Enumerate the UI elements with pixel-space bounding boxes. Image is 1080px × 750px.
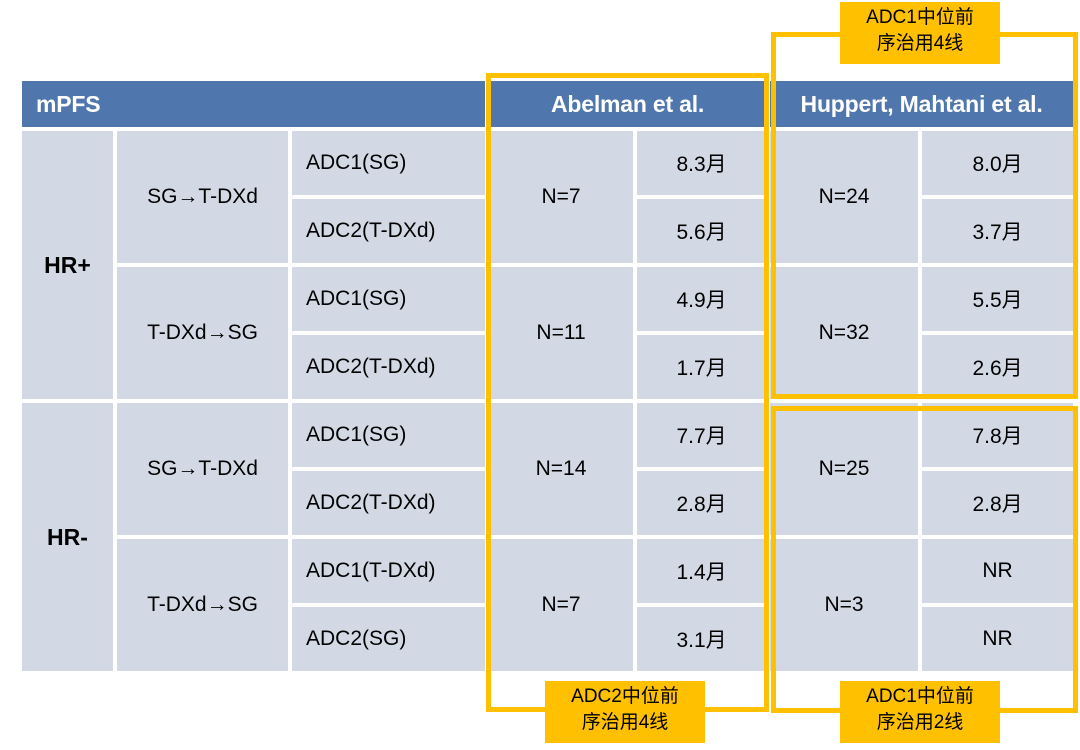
sequence-label: T-DXd→SG — [115, 265, 290, 401]
huppert-n: N=25 — [768, 401, 921, 537]
huppert-value: NR — [920, 537, 1076, 605]
abelman-value: 5.6月 — [635, 197, 769, 265]
huppert-value: 2.8月 — [920, 469, 1076, 537]
table-row: HR+ SG→T-DXd ADC1(SG) N=7 8.3月 N=24 8.0月 — [20, 129, 1076, 401]
abelman-value: 3.1月 — [635, 605, 769, 673]
study-header-huppert: Huppert, Mahtani et al. — [768, 79, 1076, 129]
huppert-n: N=24 — [768, 129, 921, 265]
huppert-value: 7.8月 — [920, 401, 1076, 469]
huppert-value: 3.7月 — [920, 197, 1076, 265]
abelman-value: 8.3月 — [635, 129, 769, 197]
annotation-bottom-left: ADC2中位前 序治用4线 — [545, 681, 705, 743]
adc-label: ADC1(T-DXd) — [290, 537, 488, 605]
sequence-label: SG→T-DXd — [115, 129, 290, 265]
table-row: T-DXd→SG ADC1(SG) N=11 4.9月 N=32 5.5月 — [20, 265, 1076, 401]
sequence-label: T-DXd→SG — [115, 537, 290, 673]
adc-label: ADC2(T-DXd) — [290, 197, 488, 265]
abelman-value: 2.8月 — [635, 469, 769, 537]
adc-label: ADC2(T-DXd) — [290, 333, 488, 401]
study-header-abelman: Abelman et al. — [487, 79, 769, 129]
annotation-bottom-right: ADC1中位前 序治用2线 — [840, 681, 1000, 743]
huppert-value: NR — [920, 605, 1076, 673]
adc-label: ADC1(SG) — [290, 265, 488, 333]
huppert-value: 2.6月 — [920, 333, 1076, 401]
table-header-row: mPFS Abelman et al. Huppert, Mahtani et … — [20, 79, 1076, 129]
table-row: ADC2(T-DXd) 2.8月 2.8月 — [20, 469, 1076, 537]
adc-label: ADC1(SG) — [290, 129, 488, 197]
huppert-n: N=3 — [768, 537, 921, 673]
mpfs-comparison-table: mPFS Abelman et al. Huppert, Mahtani et … — [20, 79, 1076, 673]
group-label-hr-negative: HR- — [20, 401, 115, 673]
adc-label: ADC1(SG) — [290, 401, 488, 469]
adc-label: ADC2(SG) — [290, 605, 488, 673]
abelman-n: N=7 — [487, 129, 636, 265]
huppert-n: N=32 — [768, 265, 921, 401]
abelman-n: N=11 — [487, 265, 636, 401]
highlight-box-huppert-hr-negative — [771, 406, 1078, 713]
table-row: ADC2(T-DXd) 1.7月 2.6月 — [20, 333, 1076, 401]
abelman-value: 4.9月 — [635, 265, 769, 333]
table-row: HR- SG→T-DXd ADC1(SG) N=14 7.7月 N=25 7.8… — [20, 401, 1076, 673]
huppert-value: 8.0月 — [920, 129, 1076, 197]
annotation-top-right: ADC1中位前 序治用4线 — [840, 2, 1000, 64]
group-label-hr-positive: HR+ — [20, 129, 115, 401]
huppert-value: 5.5月 — [920, 265, 1076, 333]
abelman-value: 7.7月 — [635, 401, 769, 469]
abelman-value: 1.4月 — [635, 537, 769, 605]
highlight-box-huppert-hr-positive — [771, 32, 1078, 399]
abelman-value: 1.7月 — [635, 333, 769, 401]
table-row: ADC2(SG) 3.1月 NR — [20, 605, 1076, 673]
sequence-label: SG→T-DXd — [115, 401, 290, 537]
table-row: ADC2(T-DXd) 5.6月 3.7月 — [20, 197, 1076, 265]
table-title: mPFS — [20, 79, 488, 129]
adc-label: ADC2(T-DXd) — [290, 469, 488, 537]
highlight-box-abelman — [486, 73, 769, 712]
